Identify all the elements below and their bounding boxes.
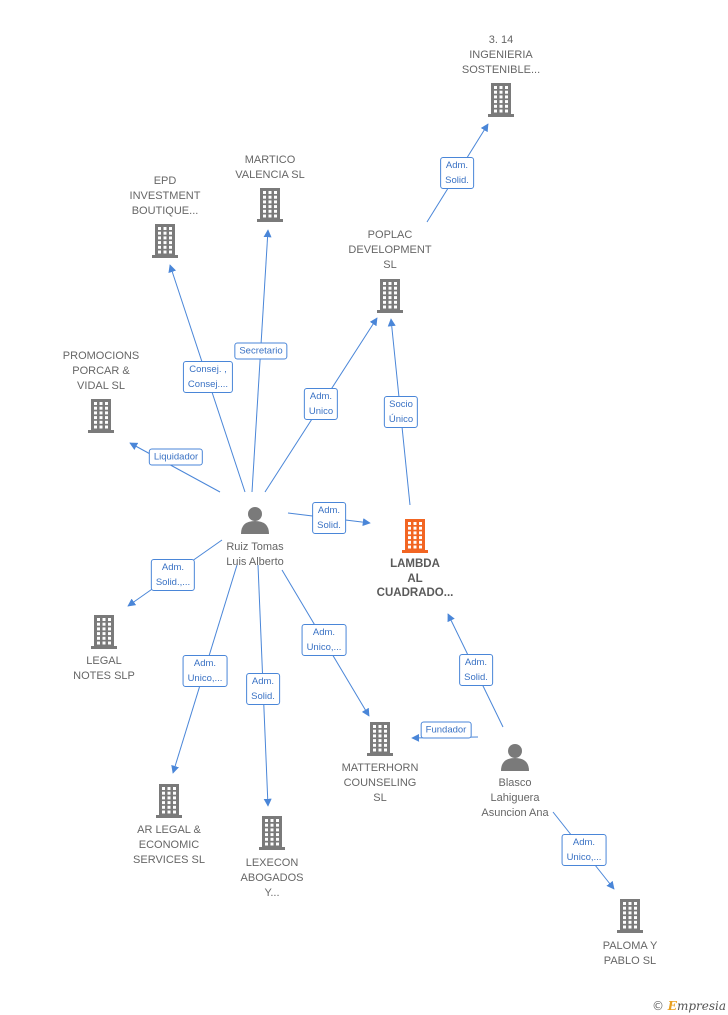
edge-label-ruiz-matterhorn[interactable]: Adm. Unico,...: [301, 624, 347, 656]
edge-label-ruiz-lexecon[interactable]: Adm. Solid.: [246, 673, 280, 705]
node-label-epd[interactable]: EPD INVESTMENT BOUTIQUE...: [129, 175, 201, 217]
building-icon-matterhorn[interactable]: [367, 722, 393, 756]
edge-label-ruiz-lambda[interactable]: Adm. Solid.: [312, 502, 346, 534]
building-icon-lambda[interactable]: [402, 519, 428, 553]
person-icon-blasco[interactable]: [501, 744, 529, 771]
node-label-n314[interactable]: 3. 14 INGENIERIA SOSTENIBLE...: [461, 34, 541, 76]
building-icon-promocions[interactable]: [88, 399, 114, 433]
node-label-lambda[interactable]: LAMBDA AL CUADRADO...: [376, 558, 454, 599]
copyright-symbol: ©: [651, 999, 664, 1013]
node-label-ruiz[interactable]: Ruiz Tomas Luis Alberto: [226, 541, 284, 568]
empresia-brand[interactable]: © Empresia: [652, 999, 726, 1013]
building-icon-epd[interactable]: [152, 224, 178, 258]
node-label-martico[interactable]: MARTICO VALENCIA SL: [235, 154, 305, 181]
edge-label-blasco-matterhorn[interactable]: Fundador: [420, 721, 472, 739]
edge-label-ruiz-legal[interactable]: Adm. Solid.,...: [150, 559, 196, 591]
edge-ruiz-martico: [251, 229, 272, 493]
building-icon-arlegal[interactable]: [156, 784, 182, 818]
brand-name: mpresia: [676, 999, 726, 1013]
node-label-paloma[interactable]: PALOMA Y PABLO SL: [602, 940, 658, 967]
node-label-promocions[interactable]: PROMOCIONS PORCAR & VIDAL SL: [62, 350, 140, 392]
node-label-legal[interactable]: LEGAL NOTES SLP: [73, 655, 135, 682]
edge-label-poplac-n314[interactable]: Adm. Solid.: [440, 157, 474, 189]
building-icon-martico[interactable]: [257, 188, 283, 222]
brand-initial: E: [667, 999, 677, 1013]
edge-label-lambda-poplac[interactable]: Socio Único: [383, 396, 419, 428]
building-icon-paloma[interactable]: [617, 899, 643, 933]
edge-ruiz-promocions: [129, 442, 221, 493]
node-label-arlegal[interactable]: AR LEGAL & ECONOMIC SERVICES SL: [133, 824, 205, 866]
building-icon-legal[interactable]: [91, 615, 117, 649]
node-label-blasco[interactable]: Blasco Lahiguera Asuncion Ana: [481, 777, 549, 819]
edge-label-ruiz-epd[interactable]: Consej. , Consej....: [182, 361, 234, 393]
edge-label-ruiz-promocions[interactable]: Liquidador: [148, 448, 204, 466]
node-label-poplac[interactable]: POPLAC DEVELOPMENT SL: [348, 229, 432, 271]
person-icon-ruiz[interactable]: [241, 507, 269, 534]
edge-label-ruiz-martico[interactable]: Secretario: [234, 342, 288, 360]
edge-label-blasco-lambda[interactable]: Adm. Solid.: [459, 654, 493, 686]
edge-label-ruiz-arlegal[interactable]: Adm. Unico,...: [182, 655, 228, 687]
building-icon-n314[interactable]: [488, 83, 514, 117]
node-label-lexecon[interactable]: LEXECON ABOGADOS Y...: [240, 857, 304, 899]
node-label-matterhorn[interactable]: MATTERHORN COUNSELING SL: [341, 762, 419, 804]
building-icon-lexecon[interactable]: [259, 816, 285, 850]
edge-label-blasco-paloma[interactable]: Adm. Unico,...: [561, 834, 607, 866]
edge-label-ruiz-poplac[interactable]: Adm. Unico: [303, 388, 339, 420]
building-icon-poplac[interactable]: [377, 279, 403, 313]
